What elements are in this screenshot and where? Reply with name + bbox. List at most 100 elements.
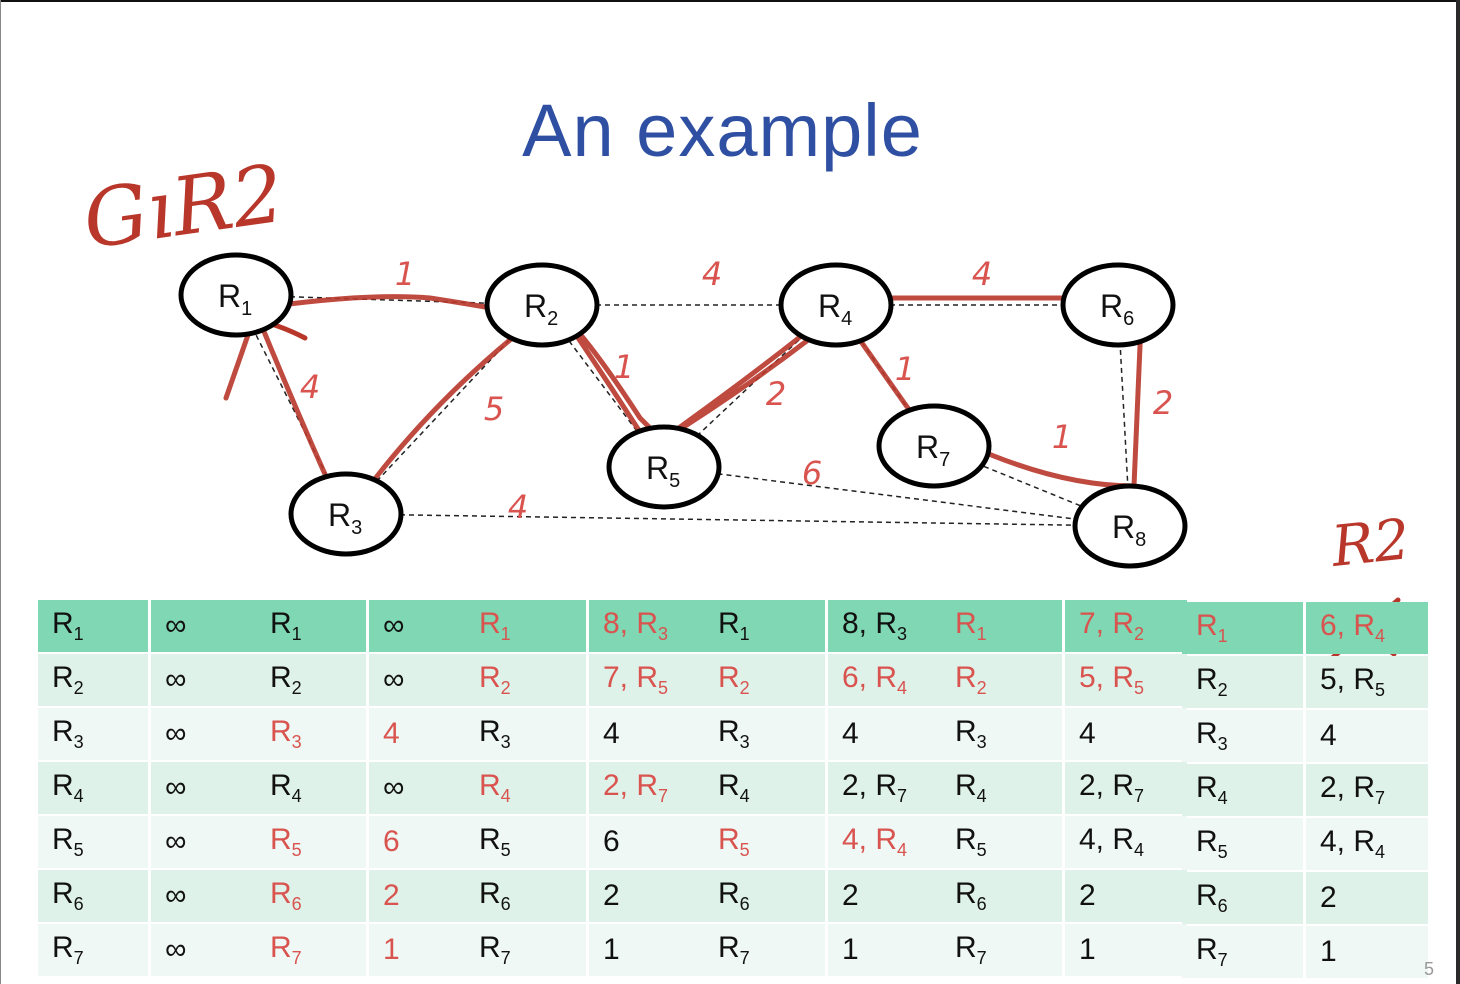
router-index: 7 xyxy=(739,948,750,968)
table-row: R4∞ xyxy=(38,762,261,814)
distance-cell: ∞ xyxy=(369,600,479,652)
next-hop-index: 4 xyxy=(1375,842,1386,862)
router-index: 1 xyxy=(500,624,511,644)
router-letter: R xyxy=(1196,663,1218,696)
router-letter: R xyxy=(955,607,977,640)
distance-value: 2, R xyxy=(603,769,659,802)
router-letter: R xyxy=(955,715,977,748)
router-letter: R xyxy=(955,769,977,802)
distance-cell: 5, R5 xyxy=(1065,654,1187,706)
router-index: 6 xyxy=(500,894,511,914)
next-hop-index: 5 xyxy=(1375,680,1386,700)
router-cell: R2 xyxy=(704,654,828,706)
distance-value: 6, R xyxy=(842,661,898,694)
router-index: 1 xyxy=(1217,626,1228,646)
table-row: R1∞ xyxy=(256,600,479,652)
edge-weight-R4-R6: 4 xyxy=(972,255,992,293)
table-row: R7∞ xyxy=(38,924,261,976)
router-index: 5 xyxy=(1217,842,1228,862)
router-index: 5 xyxy=(739,840,750,860)
distance-cell: 4 xyxy=(1306,710,1428,762)
distance-cell: 6 xyxy=(589,816,711,868)
distance-value: 6 xyxy=(383,825,400,858)
distance-value: 2 xyxy=(1079,879,1096,912)
distance-cell: 6, R4 xyxy=(1306,602,1428,654)
distance-cell: ∞ xyxy=(151,924,261,976)
router-cell: R6 xyxy=(1182,872,1306,924)
distance-cell: 1 xyxy=(589,924,711,976)
distance-value: ∞ xyxy=(165,825,187,858)
router-letter: R xyxy=(1196,609,1218,642)
router-cell: R1 xyxy=(38,600,151,652)
router-index: 4 xyxy=(1217,788,1228,808)
router-cell: R7 xyxy=(38,924,151,976)
table-row: R5∞ xyxy=(38,816,261,868)
table-row: R6∞ xyxy=(38,870,261,922)
distance-value: 4 xyxy=(1320,719,1337,752)
next-hop-index: 4 xyxy=(1375,626,1386,646)
distance-value: 1 xyxy=(1079,933,1096,966)
distance-value: 1 xyxy=(1320,935,1337,968)
slide-left-border xyxy=(0,0,1,984)
router-index: 1 xyxy=(73,624,84,644)
edge-weight-R6-R8: 2 xyxy=(1153,384,1173,422)
node-sub-R4: 4 xyxy=(841,308,852,330)
node-R1 xyxy=(178,252,294,338)
router-index: 6 xyxy=(976,894,987,914)
distance-cell: 1 xyxy=(1065,924,1187,976)
node-sub-R7: 7 xyxy=(939,449,950,471)
router-letter: R xyxy=(955,661,977,694)
router-letter: R xyxy=(718,661,740,694)
distance-value: 2 xyxy=(1320,881,1337,914)
router-cell: R3 xyxy=(256,708,369,760)
router-index: 3 xyxy=(500,732,511,752)
distance-cell: ∞ xyxy=(369,654,479,706)
node-R7 xyxy=(876,403,992,489)
router-index: 4 xyxy=(739,786,750,806)
edge-R3-R8 xyxy=(345,513,1131,527)
distance-cell: 4, R4 xyxy=(1065,816,1187,868)
table-row: R6 2 xyxy=(941,870,1187,922)
router-letter: R xyxy=(52,661,74,694)
router-cell: R5 xyxy=(704,816,828,868)
distance-value: 2, R xyxy=(842,769,898,802)
table-row: R6 2 xyxy=(1182,872,1428,924)
router-letter: R xyxy=(1196,933,1218,966)
router-letter: R xyxy=(955,877,977,910)
router-cell: R3 xyxy=(941,708,1065,760)
distance-cell: 4 xyxy=(1065,708,1187,760)
edge-R2-R5 xyxy=(541,304,665,468)
next-hop-index: 7 xyxy=(897,786,908,806)
next-hop-index: 4 xyxy=(897,678,908,698)
distance-cell: 2, R7 xyxy=(1065,762,1187,814)
distance-value: ∞ xyxy=(165,609,187,642)
distance-value: 4 xyxy=(1079,717,1096,750)
slide-top-border xyxy=(0,0,1460,2)
router-letter: R xyxy=(955,931,977,964)
router-cell: R4 xyxy=(465,762,589,814)
distance-value: 4, R xyxy=(1079,823,1135,856)
distance-value: 1 xyxy=(842,933,859,966)
router-letter: R xyxy=(479,931,501,964)
router-cell: R5 xyxy=(941,816,1065,868)
distance-value: 6 xyxy=(603,825,620,858)
distance-value: 4, R xyxy=(1320,825,1376,858)
router-index: 4 xyxy=(73,786,84,806)
router-index: 4 xyxy=(500,786,511,806)
router-cell: R5 xyxy=(256,816,369,868)
distance-value: 7, R xyxy=(1079,607,1135,640)
distance-cell: 7, R2 xyxy=(1065,600,1187,652)
router-letter: R xyxy=(718,607,740,640)
table-row: R2∞ xyxy=(38,654,261,706)
distance-cell: 2 xyxy=(369,870,479,922)
distance-cell: 2, R7 xyxy=(1306,764,1428,816)
